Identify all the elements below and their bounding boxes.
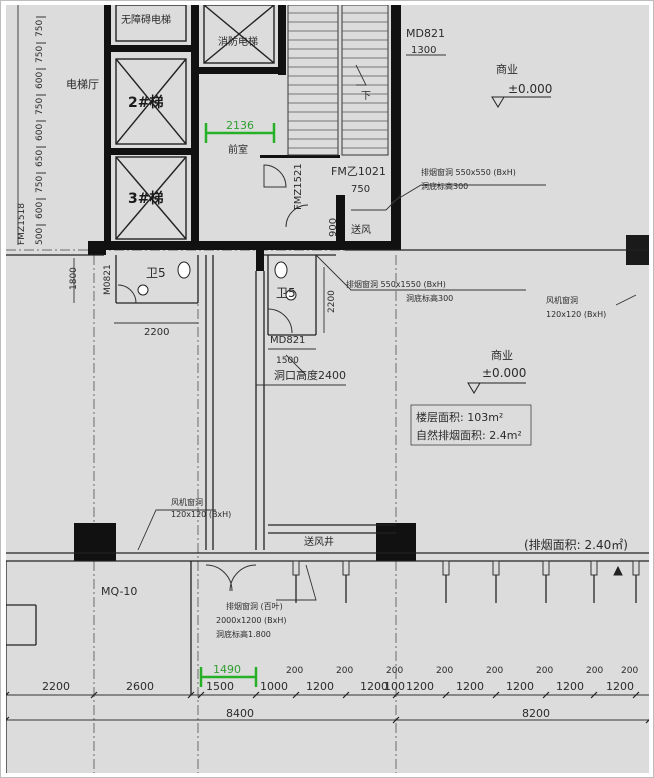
left-dim-label: 600	[35, 72, 45, 89]
interior-walls	[6, 249, 649, 773]
bottom-small-label: 200	[536, 666, 553, 676]
door-md821-top: MD821	[406, 27, 445, 40]
lift-shafts	[115, 5, 275, 240]
area-note-box	[410, 404, 532, 446]
bottom-small-label: 200	[586, 666, 603, 676]
bottom-dim-label: 1000	[260, 680, 288, 693]
vent-e-sub: 洞底标高1.800	[216, 629, 271, 639]
vent-c-size: 120x120 (BxH)	[546, 310, 606, 319]
vent-c-title: 风机窗洞	[546, 295, 578, 305]
bottom-dim-label: 1200	[360, 680, 388, 693]
left-dim-label: 650	[35, 150, 45, 167]
smoke-area-note: (排烟面积: 2.40㎡)	[524, 538, 628, 552]
labels: 电梯厅 无障碍电梯 消防电梯 2#梯 3#梯 2136 前室 下 FM乙1021…	[17, 13, 628, 720]
bottom-small-label: 200	[621, 666, 638, 676]
left-dim-label: 750	[35, 20, 45, 37]
green-measure-top: 2136	[226, 119, 254, 132]
stair-treads	[288, 12, 388, 149]
elevation-mid: ±0.000	[482, 366, 526, 380]
left-dimension-stack: 750 750 600 750 600 650 750 600 500	[35, 16, 46, 245]
bottom-dim-label: 2600	[126, 680, 154, 693]
vent-e-size: 2000x1200 (BxH)	[216, 616, 286, 625]
vent-a-sub: 洞底标高300	[421, 181, 468, 191]
door-md821-mid-dim: 1500	[276, 356, 299, 366]
dimension-lines	[6, 5, 649, 721]
dim-1800: 1800	[69, 267, 79, 290]
area-open: 自然排烟面积: 2.4m²	[416, 428, 522, 442]
opening-height: 洞口高度2400	[274, 368, 346, 382]
vent-b-sub: 洞底标高300	[406, 293, 453, 303]
smoke-shaft-top-label: 送风	[351, 223, 371, 236]
elevation-top: ±0.000	[508, 82, 552, 96]
dim-2200-left: 2200	[144, 327, 169, 338]
door-md821-mid: MD821	[270, 335, 305, 346]
curtain-wall-label: MQ-10	[101, 585, 137, 598]
elevation-markers	[467, 96, 623, 576]
stair-door-label: FM乙1021	[331, 165, 386, 178]
leader-lines	[137, 64, 637, 601]
door-md821-top-dim: 1300	[411, 45, 436, 56]
bottom-dim-label: 100	[384, 680, 405, 693]
bottom-small-label: 200	[336, 666, 353, 676]
fire-door-label: FMZ1521	[293, 163, 304, 210]
vent-d-size: 120x120 (BxH)	[171, 510, 231, 519]
lift-3-label: 3#梯	[128, 190, 163, 207]
vent-a-title: 排烟窗洞 550x550 (BxH)	[421, 167, 516, 177]
floor-plan-sheet: 电梯厅 无障碍电梯 消防电梯 2#梯 3#梯 2136 前室 下 FM乙1021…	[6, 5, 649, 773]
bottom-dim-label: 1200	[306, 680, 334, 693]
floor-plan-drawing: 电梯厅 无障碍电梯 消防电梯 2#梯 3#梯 2136 前室 下 FM乙1021…	[6, 5, 649, 773]
bottom-dim-label: 1200	[556, 680, 584, 693]
air-shaft-bottom-label: 送风井	[304, 535, 334, 548]
dim-2200-right: 2200	[327, 290, 337, 313]
left-dim-label: 750	[35, 176, 45, 193]
bottom-dim-label: 1200	[506, 680, 534, 693]
door-swings	[117, 164, 309, 592]
equipment-room-label: 前室	[228, 143, 248, 156]
fire-lift-label: 消防电梯	[218, 35, 258, 48]
bottom-dimension-small: 200 200 200 200 200 200 200 200	[286, 666, 638, 676]
left-dim-label: 750	[35, 46, 45, 63]
green-measure-bottom: 1490	[213, 663, 241, 676]
vent-d-title: 风机窗洞	[171, 497, 203, 507]
bottom-small-label: 200	[286, 666, 303, 676]
green-measures	[199, 123, 276, 687]
left-dim-label: 600	[35, 124, 45, 141]
lift-hall-label: 电梯厅	[66, 78, 99, 91]
vent-e-title: 排烟窗洞 (百叶)	[226, 601, 283, 611]
dimension-ticks	[6, 691, 649, 724]
vent-b-title: 排烟窗洞 550x1550 (BxH)	[346, 279, 446, 289]
bottom-dim-label: 1500	[206, 680, 234, 693]
bottom-small-label: 200	[486, 666, 503, 676]
bottom-dim-label: 1200	[606, 680, 634, 693]
bottom-dim-label: 1200	[406, 680, 434, 693]
stairs	[287, 5, 389, 156]
wc-right-label: 卫5	[276, 286, 296, 300]
commerce-mid-label: 商业	[491, 348, 513, 362]
left-dim-label: 750	[35, 98, 45, 115]
door-m0821-left: M0821	[103, 264, 113, 295]
bottom-dim-label: 2200	[42, 680, 70, 693]
lift-2-label: 2#梯	[128, 94, 163, 111]
no-barrier-lift-label: 无障碍电梯	[121, 13, 171, 26]
commerce-top-label: 商业	[496, 62, 518, 76]
area-floor: 楼层面积: 103m²	[416, 410, 503, 424]
total-left: 8400	[226, 707, 254, 720]
bottom-dim-label: 1200	[456, 680, 484, 693]
dim-900: 900	[328, 218, 339, 237]
bottom-small-label: 200	[436, 666, 453, 676]
wc-left-label: 卫5	[146, 266, 166, 280]
left-dim-label: 600	[35, 202, 45, 219]
dim-750: 750	[351, 184, 370, 195]
bottom-small-label: 200	[386, 666, 403, 676]
curtain-mullions	[292, 560, 640, 603]
total-right: 8200	[522, 707, 550, 720]
left-tag: FMZ1518	[17, 203, 27, 245]
left-dim-label: 500	[35, 228, 45, 245]
stair-direction-label: 下	[361, 91, 371, 102]
toilet-fixtures	[137, 261, 297, 301]
